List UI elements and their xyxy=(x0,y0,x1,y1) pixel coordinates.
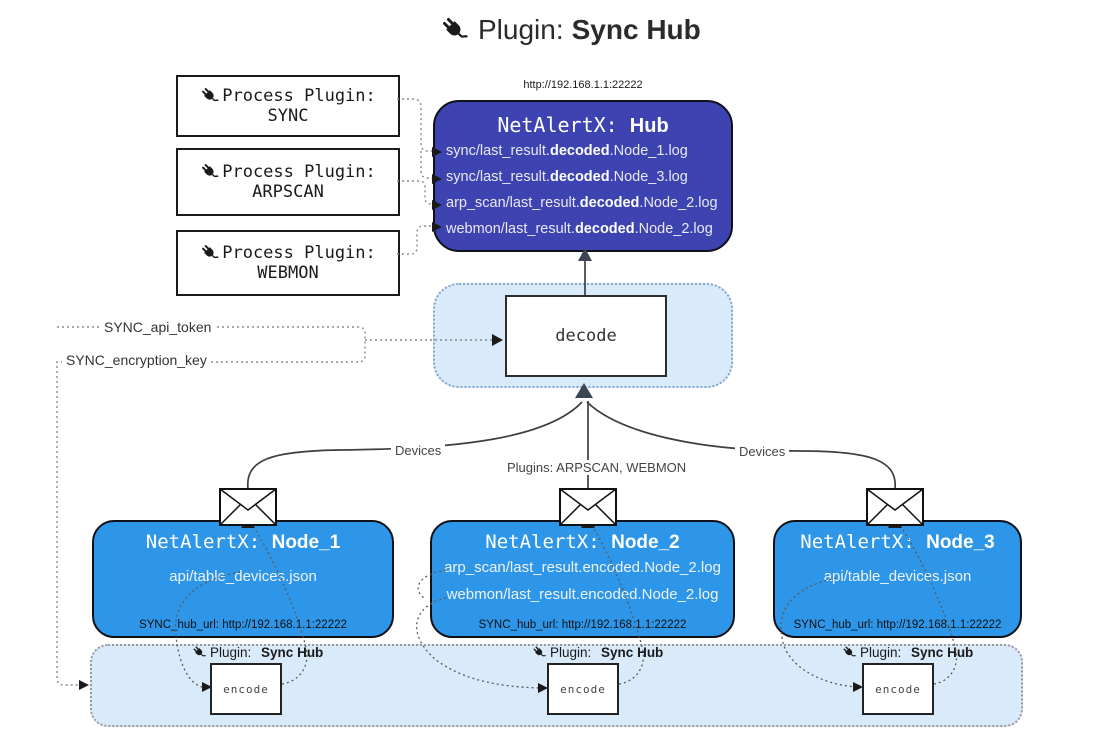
config-sync-api-token: SYNC_api_token xyxy=(100,319,216,335)
node-hub-url: SYNC_hub_url: http://192.168.1.1:22222 xyxy=(793,619,1002,631)
decode-box: decode xyxy=(505,295,667,377)
page-title-name: Sync Hub xyxy=(571,14,701,45)
plug-icon xyxy=(200,86,220,106)
node-file: arp_scan/last_result.encoded.Node_2.log xyxy=(444,559,721,576)
envelope-icon xyxy=(219,488,277,526)
node-hub-url: SYNC_hub_url: http://192.168.1.1:22222 xyxy=(478,619,687,631)
config-sync-encryption-key: SYNC_encryption_key xyxy=(62,352,211,368)
process-plugin-arpscan: Process Plugin: ARPSCAN xyxy=(176,148,400,216)
node-title: NetAlertX: Node_2 xyxy=(485,531,680,553)
node-file: webmon/last_result.encoded.Node_2.log xyxy=(446,586,719,603)
node-3-box: NetAlertX: Node_3 api/table_devices.json… xyxy=(773,520,1022,638)
hub-file-line: webmon/last_result.decoded.Node_2.log xyxy=(446,221,713,237)
node-title: NetAlertX: Node_3 xyxy=(800,531,995,553)
process-plugin-name: WEBMON xyxy=(257,263,319,283)
edge-label-devices-right: Devices xyxy=(735,444,790,459)
envelope-icon xyxy=(559,488,617,526)
plug-icon xyxy=(192,645,207,660)
encode-plugin-label: Plugin: Sync Hub xyxy=(192,645,323,660)
process-plugin-label: Process Plugin: xyxy=(222,243,376,263)
hub-box: NetAlertX: Hub sync/last_result.decoded.… xyxy=(433,100,733,252)
plug-icon xyxy=(440,15,470,45)
node-hub-url: SYNC_hub_url: http://192.168.1.1:22222 xyxy=(139,619,347,631)
encode-box: encode xyxy=(210,663,282,715)
process-plugin-webmon: Process Plugin: WEBMON xyxy=(176,230,400,296)
hub-file-line: arp_scan/last_result.decoded.Node_2.log xyxy=(446,195,718,211)
process-plugin-label: Process Plugin: xyxy=(222,162,376,182)
node-file: api/table_devices.json xyxy=(169,568,317,585)
edge-label-plugins: Plugins: ARPSCAN, WEBMON xyxy=(503,460,691,475)
encode-box: encode xyxy=(862,663,934,715)
process-plugin-label: Process Plugin: xyxy=(222,86,376,106)
node-1-box: NetAlertX: Node_1 api/table_devices.json… xyxy=(92,520,394,638)
node-2-box: NetAlertX: Node_2 arp_scan/last_result.e… xyxy=(430,520,735,638)
plug-icon xyxy=(200,243,220,263)
plug-icon xyxy=(200,162,220,182)
node-file: api/table_devices.json xyxy=(823,568,972,585)
encode-plugin-label: Plugin: Sync Hub xyxy=(842,645,973,660)
edge-label-devices-left: Devices xyxy=(391,443,446,458)
node-title: NetAlertX: Node_1 xyxy=(145,531,341,553)
page-title: Plugin: Sync Hub xyxy=(440,14,701,46)
hub-url-label: http://192.168.1.1:22222 xyxy=(523,79,643,91)
plug-icon xyxy=(532,645,547,660)
hub-file-line: sync/last_result.decoded.Node_1.log xyxy=(446,143,688,159)
encode-box: encode xyxy=(547,663,619,715)
hub-file-line: sync/last_result.decoded.Node_3.log xyxy=(446,169,688,185)
process-plugin-sync: Process Plugin: SYNC xyxy=(176,75,400,137)
hub-title: NetAlertX: Hub xyxy=(497,113,669,137)
envelope-icon xyxy=(866,488,924,526)
page-title-prefix: Plugin: xyxy=(478,14,564,45)
plug-icon xyxy=(842,645,857,660)
encode-plugin-label: Plugin: Sync Hub xyxy=(532,645,663,660)
process-plugin-name: SYNC xyxy=(267,106,309,126)
process-plugin-name: ARPSCAN xyxy=(252,182,324,202)
